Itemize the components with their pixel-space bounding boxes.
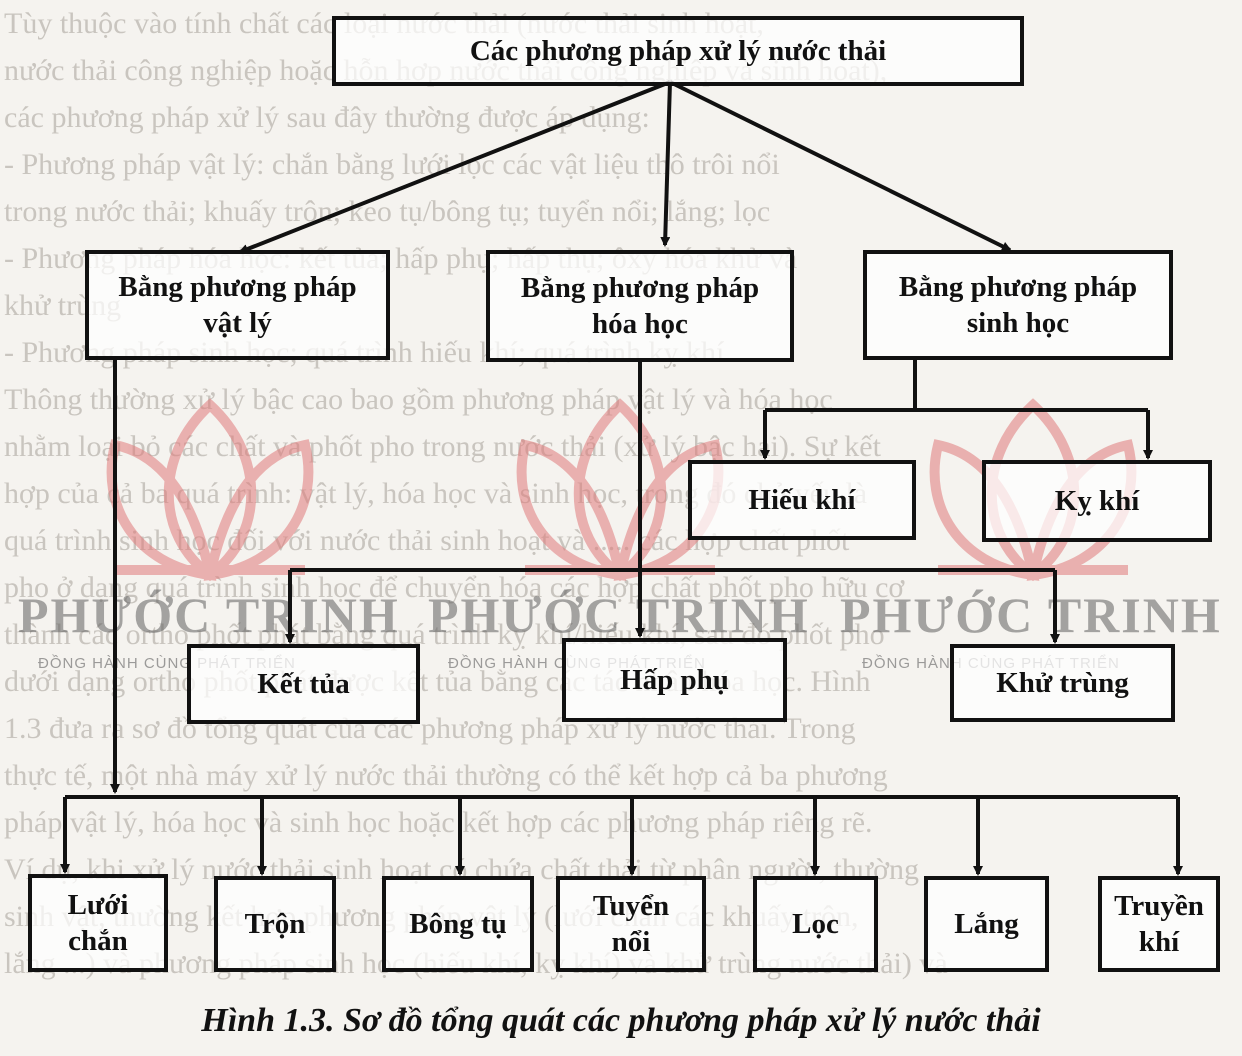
screening-box: Lưới chắn: [28, 874, 168, 972]
watermark-brand: PHƯỚC TRINH: [18, 587, 400, 643]
precipitation-label: Kết tủa: [257, 668, 350, 700]
flocculation-box: Bông tụ: [382, 876, 534, 972]
physical-method-label: Bằng phương pháp vật lý: [118, 271, 357, 339]
aerobic-box: Hiếu khí: [688, 460, 916, 540]
biological-method-box: Bằng phương pháp sinh học: [863, 250, 1173, 360]
disinfection-box: Khử trùng: [950, 644, 1175, 722]
arrow-root-biological: [669, 80, 1012, 252]
flocculation-label: Bông tụ: [409, 908, 507, 940]
watermark-brand: PHƯỚC TRINH: [428, 587, 810, 643]
background-text-line: các phương pháp xử lý sau đây thường đượ…: [4, 101, 650, 134]
background-text-line: thực tế, một nhà máy xử lý nước thải thư…: [4, 759, 888, 792]
filtration-label: Lọc: [792, 908, 839, 940]
watermark-brand: PHƯỚC TRINH: [840, 587, 1222, 643]
aeration-box: Truyền khí: [1098, 876, 1220, 972]
background-text-line: - Phương pháp vật lý: chắn bằng lưới lọc…: [4, 148, 780, 181]
watermark-brand-band: PHƯỚC TRINH PHƯỚC TRINH PHƯỚC TRINH: [0, 586, 1242, 643]
screening-label: Lưới chắn: [67, 889, 129, 957]
aerobic-label: Hiếu khí: [748, 484, 856, 516]
mixing-box: Trộn: [214, 876, 336, 972]
sedimentation-box: Lắng: [924, 876, 1049, 972]
precipitation-box: Kết tủa: [187, 644, 420, 724]
sedimentation-label: Lắng: [954, 908, 1019, 940]
adsorption-label: Hấp phụ: [620, 664, 729, 696]
flotation-box: Tuyển nổi: [556, 876, 706, 972]
root-box: Các phương pháp xử lý nước thải: [332, 16, 1024, 86]
arrow-root-chemical: [660, 81, 672, 247]
flotation-label: Tuyển nổi: [592, 890, 670, 958]
filtration-box: Lọc: [753, 876, 878, 972]
mixing-label: Trộn: [244, 908, 306, 940]
background-text-line: Thông thường xử lý bậc cao bao gồm phươn…: [4, 383, 833, 416]
background-text-line: pho ở dạng quá trình sinh học để chuyển …: [4, 571, 905, 604]
biological-method-label: Bằng phương pháp sinh học: [898, 271, 1138, 339]
background-text-line: pháp vật lý, hóa học và sinh học hoặc kế…: [4, 806, 873, 839]
chemical-method-box: Bằng phương pháp hóa học: [486, 250, 794, 362]
background-text-line: trong nước thải; khuấy trộn; keo tụ/bông…: [4, 195, 771, 228]
root-label: Các phương pháp xử lý nước thải: [469, 35, 887, 67]
adsorption-box: Hấp phụ: [562, 638, 787, 722]
disinfection-label: Khử trùng: [996, 667, 1129, 699]
physical-method-box: Bằng phương pháp vật lý: [85, 250, 390, 360]
arrow-root-physical: [238, 80, 671, 254]
figure-caption: Hình 1.3. Sơ đồ tổng quát các phương phá…: [201, 1002, 1041, 1039]
aeration-label: Truyền khí: [1114, 890, 1204, 958]
anaerobic-box: Kỵ khí: [982, 460, 1212, 542]
chemical-method-label: Bằng phương pháp hóa học: [520, 272, 760, 340]
anaerobic-label: Kỵ khí: [1054, 485, 1140, 517]
